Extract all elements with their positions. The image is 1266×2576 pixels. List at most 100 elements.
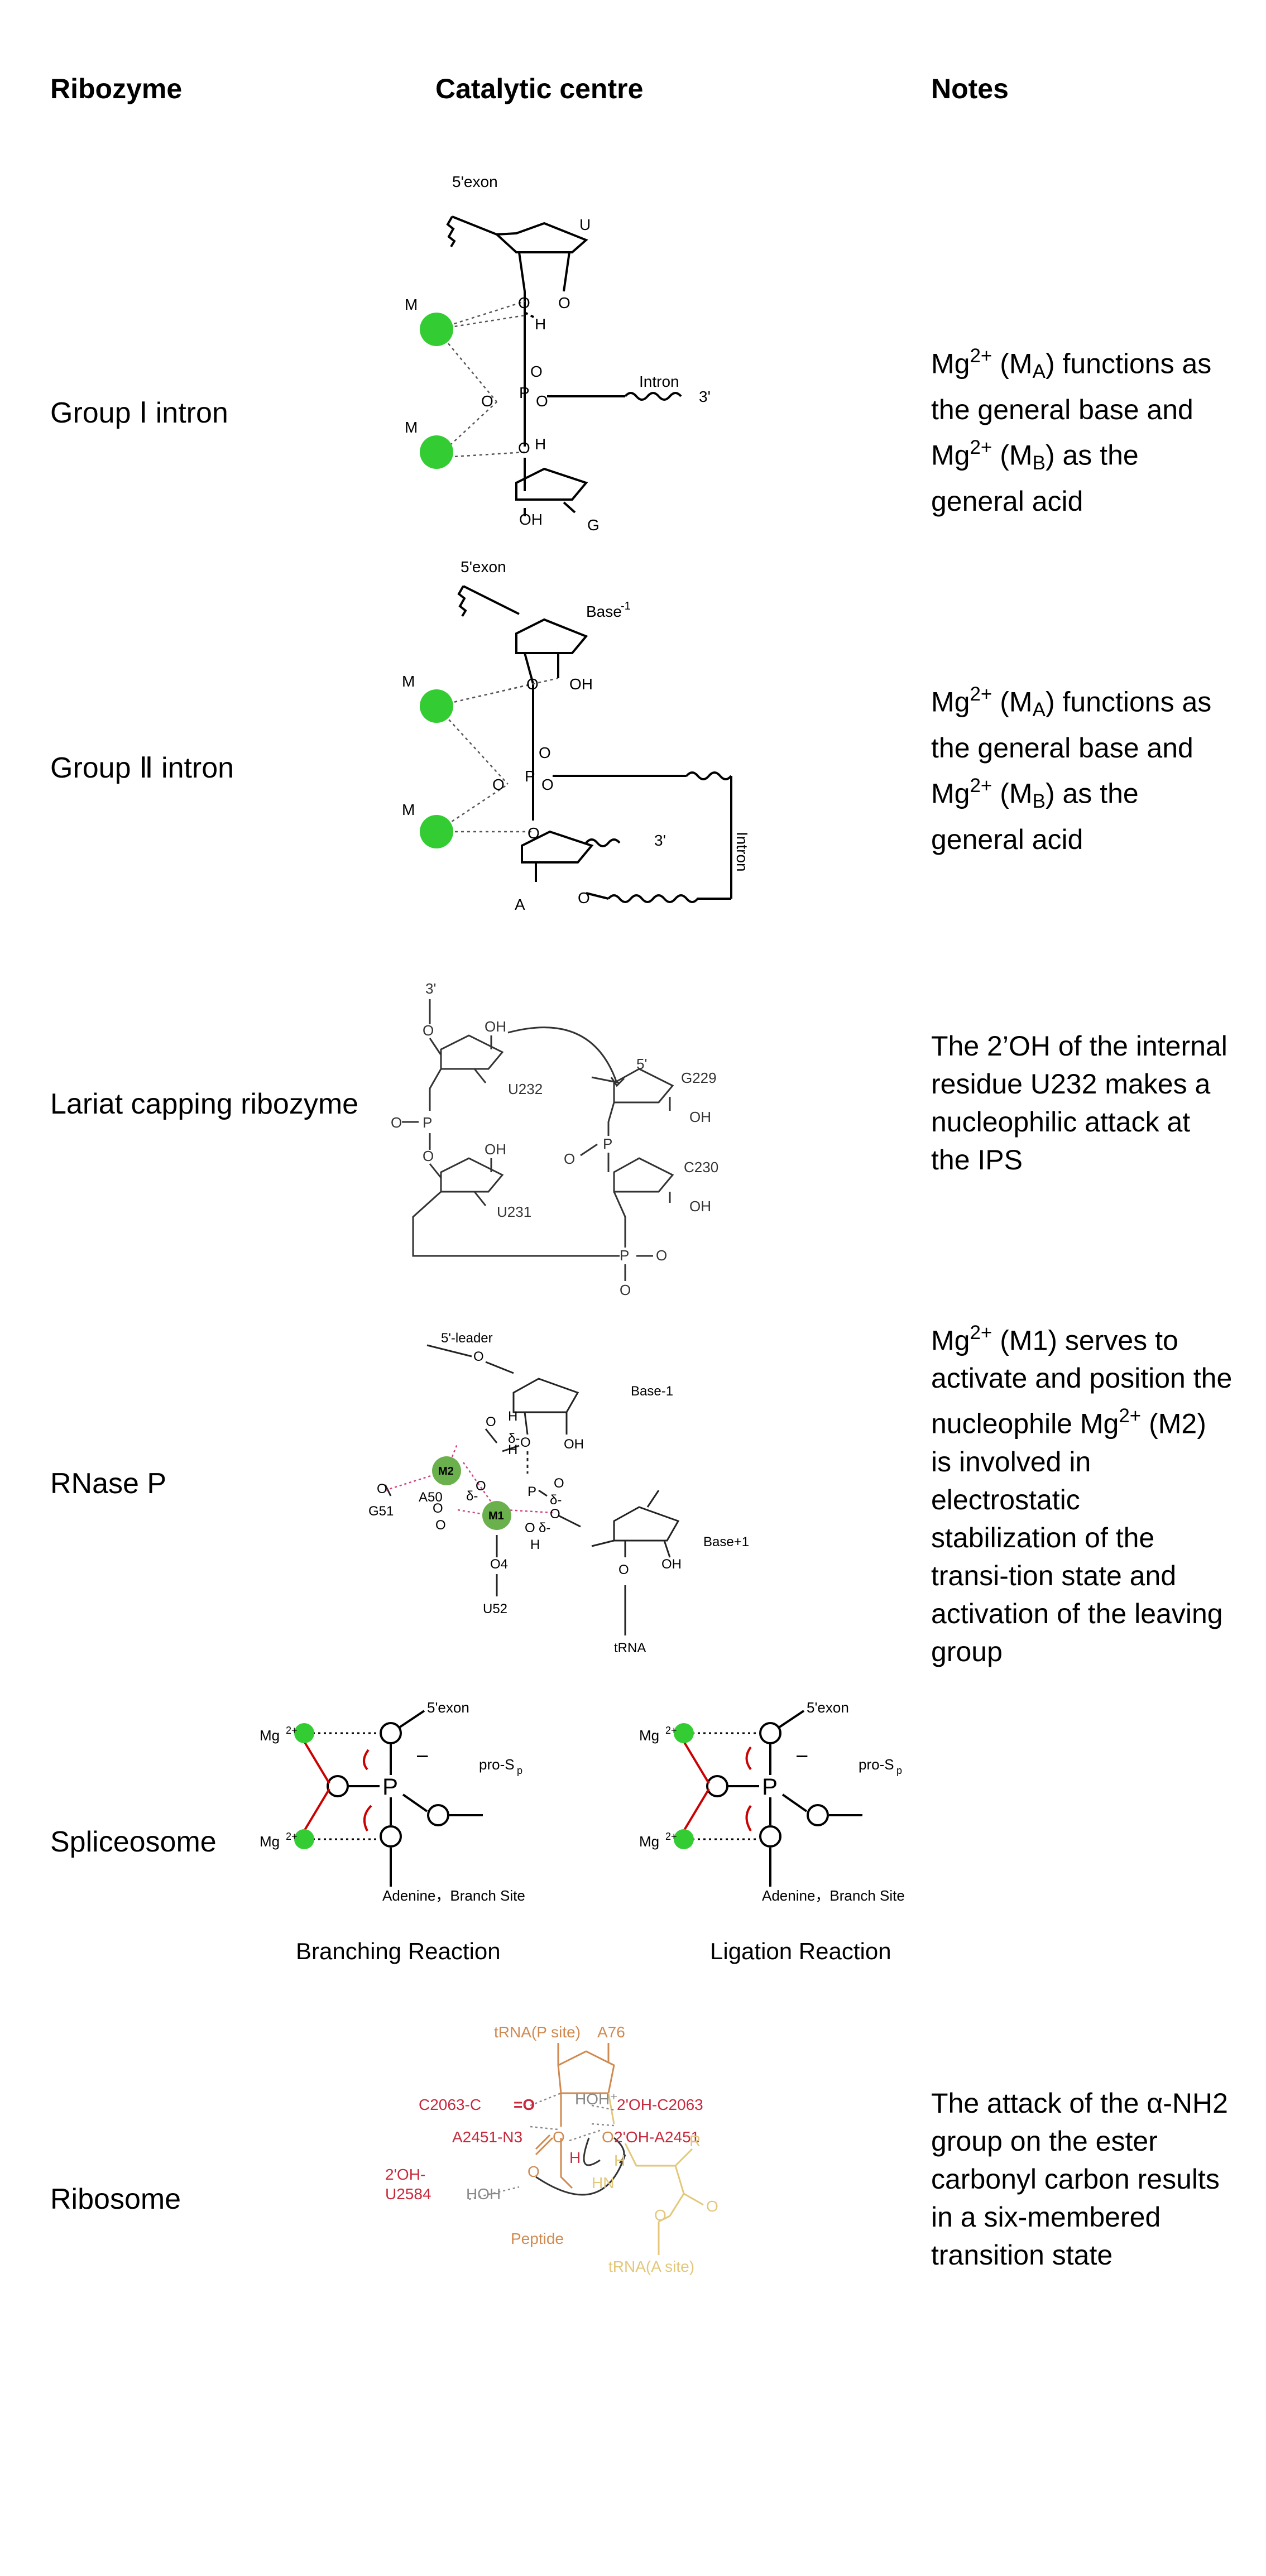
svg-text:H: H — [530, 1537, 540, 1552]
svg-text:A50: A50 — [419, 1490, 443, 1505]
svg-text:M: M — [402, 673, 415, 690]
svg-text:−: − — [416, 1744, 429, 1769]
svg-text:O: O — [558, 294, 570, 311]
note-group2: Mg2+ (MA) functions as the general base … — [931, 683, 1212, 855]
svg-text:H: H — [508, 1442, 517, 1457]
svg-text:M2: M2 — [438, 1465, 454, 1478]
svg-text:5'exon: 5'exon — [461, 558, 506, 575]
svg-text:M: M — [405, 296, 418, 313]
svg-text:O: O — [518, 439, 530, 457]
svg-text:O: O — [473, 1349, 484, 1364]
svg-text:3': 3' — [425, 980, 436, 997]
svg-text:G: G — [587, 516, 600, 534]
svg-text:O: O — [518, 294, 530, 311]
svg-text:O: O — [530, 363, 543, 380]
svg-text:δ-: δ- — [508, 1431, 520, 1446]
svg-text:O: O — [536, 392, 548, 410]
svg-text:pro-S: pro-S — [479, 1756, 515, 1773]
svg-text:O: O — [528, 824, 540, 842]
svg-text:O: O — [656, 1247, 667, 1264]
ribozyme-name-group1: Group Ⅰ intron — [50, 397, 228, 429]
svg-text:-1: -1 — [621, 600, 631, 612]
svg-text:O: O — [433, 1501, 443, 1516]
svg-text:O: O — [476, 1479, 486, 1494]
svg-text:OH: OH — [564, 1437, 584, 1452]
header-catalytic-centre: Catalytic centre — [435, 73, 644, 104]
svg-text:M1: M1 — [488, 1510, 504, 1522]
svg-text:5'exon: 5'exon — [807, 1699, 849, 1716]
svg-text:G51: G51 — [368, 1504, 394, 1519]
ribozyme-name-rnasep: RNase P — [50, 1467, 167, 1500]
svg-text:Mg: Mg — [639, 1833, 659, 1850]
svg-text:δ-: δ- — [539, 1520, 550, 1536]
svg-text:P: P — [603, 1135, 612, 1152]
svg-text:P: P — [620, 1247, 629, 1264]
svg-text:2+: 2+ — [665, 1831, 677, 1842]
note-rnasep: Mg2+ (M1) serves to activate and positio… — [931, 1322, 1233, 1667]
svg-text:C230: C230 — [684, 1159, 718, 1176]
svg-text:O: O — [602, 2128, 614, 2146]
svg-text:=O: =O — [514, 2096, 535, 2113]
svg-text:tRNA: tRNA — [614, 1640, 646, 1656]
svg-text:OH: OH — [569, 675, 593, 693]
svg-text:O: O — [528, 2163, 540, 2180]
diagram-lariat-capping: 3' O OH U232 P O O OH U231 5' G229 OH P … — [391, 980, 718, 1298]
svg-text:tRNA(P site): tRNA(P site) — [494, 2023, 581, 2041]
svg-text:Mg: Mg — [260, 1833, 280, 1850]
ribozyme-name-ribosome: Ribosome — [50, 2183, 181, 2215]
svg-text:A76: A76 — [597, 2023, 625, 2041]
svg-text:2'OH-: 2'OH- — [385, 2166, 425, 2183]
svg-text:5'-leader: 5'-leader — [441, 1331, 493, 1346]
svg-text:U231: U231 — [497, 1203, 531, 1220]
svg-text:3': 3' — [699, 388, 711, 405]
svg-text:OH: OH — [485, 1018, 506, 1035]
svg-text:HOH⁺: HOH⁺ — [575, 2090, 618, 2108]
caption-branching-reaction: Branching Reaction — [296, 1938, 501, 1964]
svg-text:HN: HN — [592, 2174, 614, 2191]
svg-text:O: O — [377, 1481, 387, 1496]
svg-text:H: H — [535, 315, 546, 333]
svg-text:OH: OH — [519, 511, 543, 528]
svg-text:Mg: Mg — [260, 1727, 280, 1744]
svg-text:O: O — [654, 2206, 666, 2224]
svg-text:O: O — [391, 1114, 402, 1131]
svg-text:O: O — [520, 1435, 531, 1450]
svg-text:P: P — [382, 1773, 398, 1800]
svg-text:O: O — [486, 1414, 496, 1429]
svg-text:OH: OH — [485, 1141, 506, 1158]
note-lariat: The 2’OH of the internal residue U232 ma… — [931, 1030, 1227, 1176]
svg-text:H: H — [569, 2149, 581, 2166]
svg-text:O: O — [435, 1518, 446, 1533]
svg-text:2+: 2+ — [286, 1725, 298, 1736]
svg-text:OH: OH — [661, 1557, 682, 1572]
diagram-spliceosome-ligation: Mg 2+ Mg 2+ 5'exon − P pro-S p Adenine，B… — [639, 1699, 905, 1904]
svg-text:Adenine，Branch Site: Adenine，Branch Site — [382, 1887, 525, 1904]
svg-text:C2063-C: C2063-C — [419, 2096, 481, 2113]
svg-text:O: O — [618, 1562, 629, 1577]
svg-text:H: H — [508, 1409, 517, 1424]
diagram-group2-intron: 5'exon Base -1 M M OH 3' A O O P O O O O… — [402, 558, 751, 913]
caption-ligation-reaction: Ligation Reaction — [710, 1938, 891, 1964]
svg-text:2'OH-A2451: 2'OH-A2451 — [614, 2128, 699, 2146]
svg-text:O: O — [554, 1476, 564, 1491]
svg-text:P: P — [762, 1773, 778, 1800]
svg-text:O: O — [526, 675, 539, 693]
ribozyme-name-lariat: Lariat capping ribozyme — [50, 1088, 359, 1120]
svg-text:U52: U52 — [483, 1601, 507, 1616]
svg-text:P: P — [525, 767, 535, 785]
diagram-spliceosome-branching: Mg 2+ Mg 2+ 5'exon − P pro-S p Adenine，B… — [260, 1699, 525, 1904]
svg-text:M: M — [402, 801, 415, 818]
svg-text:2+: 2+ — [286, 1831, 298, 1842]
svg-text:O: O — [423, 1148, 434, 1164]
diagram-ribosome: tRNA(P site) A76 C2063-C =O HOH⁺ 2'OH-C2… — [385, 2023, 718, 2275]
svg-text:pro-S: pro-S — [859, 1756, 894, 1773]
svg-text:Adenine，Branch Site: Adenine，Branch Site — [762, 1887, 905, 1904]
svg-text:p: p — [896, 1765, 902, 1776]
svg-text:R: R — [689, 2132, 701, 2150]
svg-text:5'exon: 5'exon — [427, 1699, 469, 1716]
svg-text:O: O — [541, 776, 554, 793]
svg-text:G229: G229 — [681, 1069, 717, 1086]
svg-text:P: P — [528, 1484, 536, 1499]
ribozyme-name-spliceosome: Spliceosome — [50, 1826, 217, 1858]
svg-text:O4: O4 — [490, 1557, 508, 1572]
